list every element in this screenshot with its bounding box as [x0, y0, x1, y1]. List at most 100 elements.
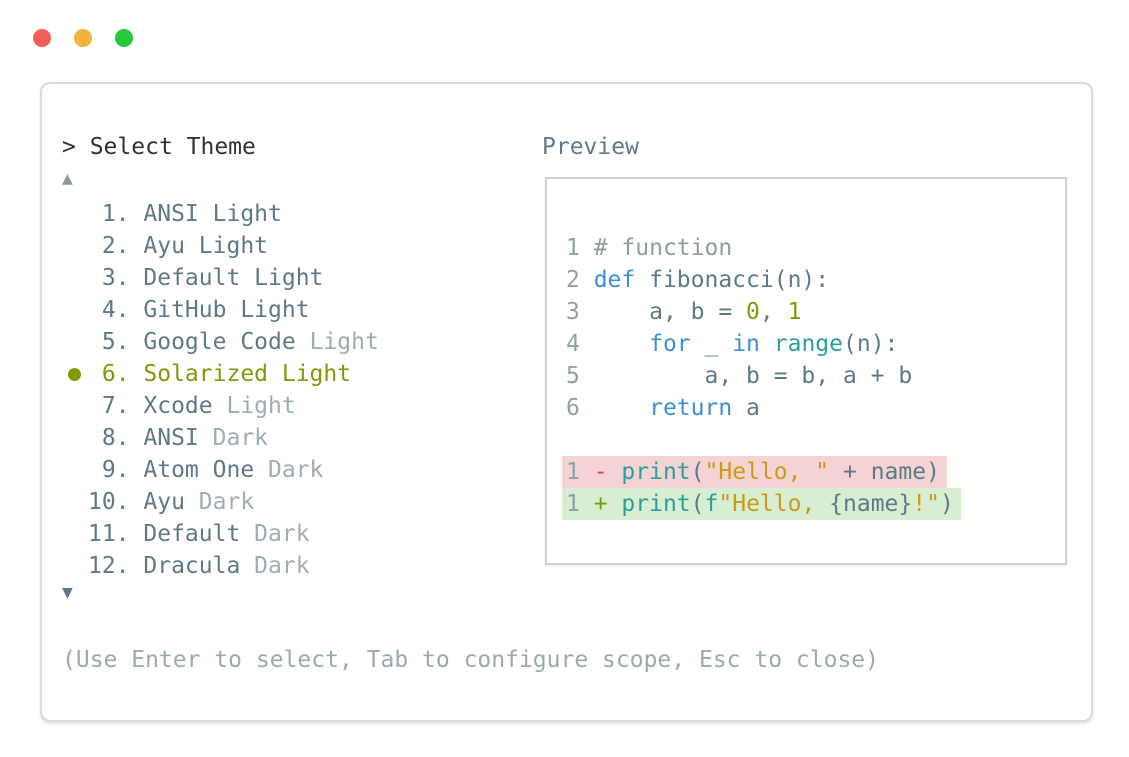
code-token: for — [649, 331, 691, 357]
selected-bullet-icon — [68, 368, 81, 381]
code-token: {name} — [829, 491, 913, 517]
theme-item-name: GitHub Light — [129, 297, 310, 323]
preview-label: Preview — [542, 134, 639, 160]
theme-item-number: 4. — [88, 297, 130, 323]
code-line: 5 a, b = b, a + b — [562, 360, 919, 392]
window-controls — [33, 29, 133, 47]
zoom-button[interactable] — [115, 29, 133, 47]
theme-list: 1. ANSI Light 2. Ayu Light 3. Default Li… — [68, 198, 379, 582]
code-token: def — [593, 267, 636, 293]
theme-item[interactable]: 7. Xcode Light — [68, 390, 379, 422]
minimize-button[interactable] — [74, 29, 92, 47]
line-number: 1 — [566, 235, 580, 261]
theme-item-number: 12. — [88, 553, 130, 579]
theme-item-number: 2. — [88, 233, 130, 259]
theme-item-number: 9. — [88, 457, 130, 483]
line-number: 6 — [566, 395, 580, 421]
theme-item-variant: Dark — [240, 521, 310, 547]
theme-item-number: 1. — [88, 201, 130, 227]
theme-item-name: Atom One — [129, 457, 255, 483]
code-token: 1 — [787, 299, 802, 325]
theme-item-variant: Dark — [198, 425, 269, 451]
theme-item-variant: Dark — [184, 489, 255, 515]
code-token: in — [732, 331, 760, 357]
theme-item-name: Google Code — [129, 329, 296, 355]
code-line — [562, 424, 601, 456]
theme-item[interactable]: 10. Ayu Dark — [68, 486, 379, 518]
diff-line-removed: 1- print("Hello, " + name) — [562, 456, 947, 488]
theme-item-name: Solarized Light — [129, 361, 352, 387]
theme-item-name: ANSI Light — [129, 201, 282, 227]
theme-item-number: 6. — [88, 361, 130, 387]
code-token — [594, 395, 649, 421]
theme-item-variant: Dark — [240, 553, 310, 579]
code-token: , — [759, 299, 788, 325]
theme-item-number: 10. — [88, 489, 130, 515]
theme-item-number: 5. — [88, 329, 130, 355]
line-number: 1 — [566, 459, 580, 485]
code-token: f — [704, 491, 719, 517]
theme-item-name: Ayu — [129, 489, 185, 515]
code-token — [760, 331, 774, 357]
page-title: Select Theme — [89, 134, 256, 160]
theme-item[interactable]: 4. GitHub Light — [68, 294, 379, 326]
code-token: ( — [690, 459, 705, 485]
theme-item-number: 7. — [88, 393, 130, 419]
code-token: + name) — [829, 459, 940, 485]
theme-item-number: 3. — [88, 265, 130, 291]
theme-item[interactable]: 2. Ayu Light — [68, 230, 379, 262]
theme-item-variant: Light — [295, 329, 379, 355]
code-token: 0 — [746, 299, 760, 325]
code-token: a — [732, 395, 760, 421]
code-lines: 1 # function 2 def fibonacci(n): 3 a, b = 0,… — [562, 232, 961, 520]
theme-item[interactable]: 6. Solarized Light — [68, 358, 379, 390]
close-button[interactable] — [33, 29, 51, 47]
theme-item-name: Default Light — [129, 265, 324, 291]
theme-item[interactable]: 3. Default Light — [68, 262, 379, 294]
code-token: "Hello, — [718, 491, 830, 517]
picker-title-row: > Select Theme — [62, 134, 256, 160]
code-token: "Hello, " — [704, 459, 830, 485]
code-token: !" — [912, 491, 940, 517]
keyboard-hint: (Use Enter to select, Tab to configure s… — [62, 647, 879, 673]
theme-item-name: Dracula — [129, 553, 241, 579]
theme-item[interactable]: 1. ANSI Light — [68, 198, 379, 230]
code-line: 1 # function — [562, 232, 739, 264]
code-token: print — [621, 491, 691, 517]
theme-item[interactable]: 5. Google Code Light — [68, 326, 379, 358]
theme-item[interactable]: 8. ANSI Dark — [68, 422, 379, 454]
theme-item-variant: Light — [212, 393, 296, 419]
code-token: - — [593, 459, 608, 485]
theme-item[interactable]: 9. Atom One Dark — [68, 454, 379, 486]
diff-line-added: 1+ print(f"Hello, {name}!") — [562, 488, 961, 520]
code-token: print — [621, 459, 691, 485]
theme-item-name: Xcode — [129, 393, 213, 419]
code-token — [594, 331, 649, 357]
scroll-up-icon[interactable]: ▲ — [62, 168, 73, 189]
prompt-icon: > — [62, 134, 90, 160]
theme-item[interactable]: 11. Default Dark — [68, 518, 379, 550]
code-token: ) — [939, 491, 954, 517]
code-line: 3 a, b = 0, 1 — [562, 296, 808, 328]
code-line: 6 return a — [562, 392, 767, 424]
code-line: 2 def fibonacci(n): — [562, 264, 836, 296]
code-token: a, b = — [593, 299, 747, 325]
code-token: range — [773, 331, 843, 357]
line-number: 2 — [566, 267, 580, 293]
line-number: 3 — [566, 299, 580, 325]
code-token: return — [649, 395, 733, 421]
theme-item-name: Ayu Light — [129, 233, 269, 259]
theme-item-number: 11. — [88, 521, 130, 547]
scroll-down-icon[interactable]: ▼ — [62, 582, 73, 603]
code-token: ( — [690, 491, 705, 517]
code-token: a, b = b, a + b — [593, 363, 913, 389]
code-token: fibonacci(n): — [635, 267, 830, 293]
theme-picker-panel: > Select Theme Preview ▲ 1. ANSI Light 2… — [40, 82, 1093, 722]
theme-item-number: 8. — [88, 425, 130, 451]
code-token: # function — [593, 235, 733, 261]
theme-item-name: ANSI — [129, 425, 199, 451]
line-number: 5 — [566, 363, 580, 389]
theme-item[interactable]: 12. Dracula Dark — [68, 550, 379, 582]
line-number: 4 — [566, 331, 580, 357]
code-token: (n): — [843, 331, 899, 357]
